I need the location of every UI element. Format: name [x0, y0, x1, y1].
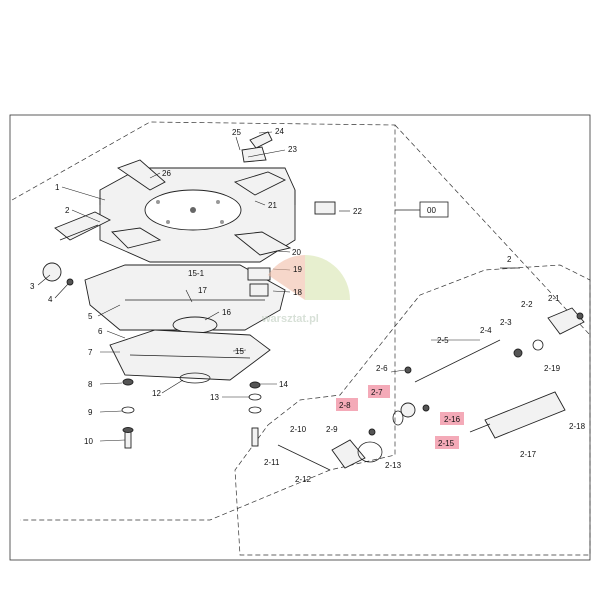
bracket-part-18	[249, 283, 269, 297]
jaw-21	[233, 171, 287, 196]
watermark-text: warsztat.pl	[261, 313, 319, 325]
callout-13: 13	[210, 393, 219, 402]
callout-12: 12	[152, 389, 161, 398]
assembly-label: 2	[507, 255, 512, 264]
callout-2-16: 2-16	[444, 415, 461, 424]
callout-2-13: 2-13	[385, 461, 402, 470]
callout-2-1: 2-1	[548, 294, 560, 303]
callout-2-7: 2-7	[371, 388, 383, 397]
callout-labels: 1 2 3 4 5 6 7 8 9 10 12 13 14 15 15-1 16…	[30, 127, 586, 484]
callout-2-10: 2-10	[290, 425, 307, 434]
nut-part-2-1	[576, 312, 584, 320]
callout-2: 2	[65, 206, 70, 215]
cover-part-2-2	[547, 307, 585, 335]
callout-2-18: 2-18	[569, 422, 586, 431]
callout-19: 19	[293, 265, 302, 274]
diagram-frame	[9, 114, 591, 561]
callout-1: 1	[55, 183, 60, 192]
seal-part-2-15	[392, 410, 404, 426]
callout-2-6: 2-6	[376, 364, 388, 373]
leader-lines	[37, 131, 480, 442]
right-fastener-stack	[248, 381, 262, 447]
callout-20: 20	[292, 248, 301, 257]
nut-part-2-16	[422, 404, 430, 412]
callout-2-9: 2-9	[326, 425, 338, 434]
callout-25: 25	[232, 128, 241, 137]
rod-part-2-17	[469, 423, 491, 433]
bracket-part-19	[247, 267, 271, 281]
callout-2-2: 2-2	[521, 300, 533, 309]
nut-part-2-8	[368, 428, 376, 436]
nut-part-2-6	[404, 366, 412, 374]
highlight-2-15	[435, 436, 459, 449]
jaw-26	[117, 159, 166, 191]
piston-part-2-7	[400, 402, 416, 418]
turntable-assembly	[99, 159, 296, 263]
lower-plate-part-7	[109, 329, 271, 381]
callout-2-3: 2-3	[500, 318, 512, 327]
watermark: warsztat.pl	[261, 255, 350, 325]
group-box	[419, 201, 449, 218]
callout-2-4: 2-4	[480, 326, 492, 335]
callout-24: 24	[275, 127, 284, 136]
subassembly-parts	[277, 307, 585, 471]
subassembly-dashed-boundary	[234, 124, 591, 556]
callout-2-15: 2-15	[438, 439, 455, 448]
callout-9: 9	[88, 408, 93, 417]
rod-part-2-5	[414, 339, 501, 383]
callout-14: 14	[279, 380, 288, 389]
lever-part-24	[249, 131, 273, 149]
left-fastener-stack	[121, 378, 135, 449]
callout-6: 6	[98, 327, 103, 336]
callout-18: 18	[293, 288, 302, 297]
highlight-2-8	[336, 398, 358, 411]
jaw-left	[111, 227, 162, 249]
highlight-2-16	[440, 412, 464, 425]
callout-5: 5	[88, 312, 93, 321]
callout-21: 21	[268, 201, 277, 210]
plate-part-23	[241, 146, 267, 163]
callout-17: 17	[198, 286, 207, 295]
handle-part-22	[314, 201, 336, 215]
callout-2-11: 2-11	[264, 458, 280, 467]
nut-part-4	[66, 278, 74, 286]
knob-part-3	[42, 262, 62, 282]
callout-2-5: 2-5	[437, 336, 449, 345]
callout-15: 15	[235, 347, 244, 356]
callout-26: 26	[162, 169, 171, 178]
bolt-part-2-10	[277, 444, 331, 471]
callout-2-8: 2-8	[339, 401, 351, 410]
callout-4: 4	[48, 295, 53, 304]
base-frame	[84, 264, 286, 334]
cylinder-part-2	[54, 211, 111, 241]
highlight-2-7	[368, 385, 390, 398]
cylinder-part-2-18	[484, 391, 566, 439]
callout-15-1: 15-1	[188, 269, 205, 278]
callout-2-19: 2-19	[544, 364, 561, 373]
callout-7: 7	[88, 348, 93, 357]
callout-8: 8	[88, 380, 93, 389]
callout-22: 22	[353, 207, 362, 216]
cap-part-2-13	[331, 439, 366, 469]
main-assembly-dashed-boundary	[11, 121, 396, 521]
nut-part-2-4	[513, 348, 523, 358]
ring-part-2-3	[532, 339, 544, 351]
callout-3: 3	[30, 282, 35, 291]
jaw-20	[233, 231, 292, 256]
ring-part-12	[179, 372, 211, 384]
callout-2-12: 2-12	[295, 475, 312, 484]
ring-part-2-9	[357, 441, 383, 463]
callout-23: 23	[288, 145, 297, 154]
callout-16: 16	[222, 308, 231, 317]
callout-2-17: 2-17	[520, 450, 537, 459]
group-box-label: 00	[427, 206, 436, 215]
callout-10: 10	[84, 437, 93, 446]
